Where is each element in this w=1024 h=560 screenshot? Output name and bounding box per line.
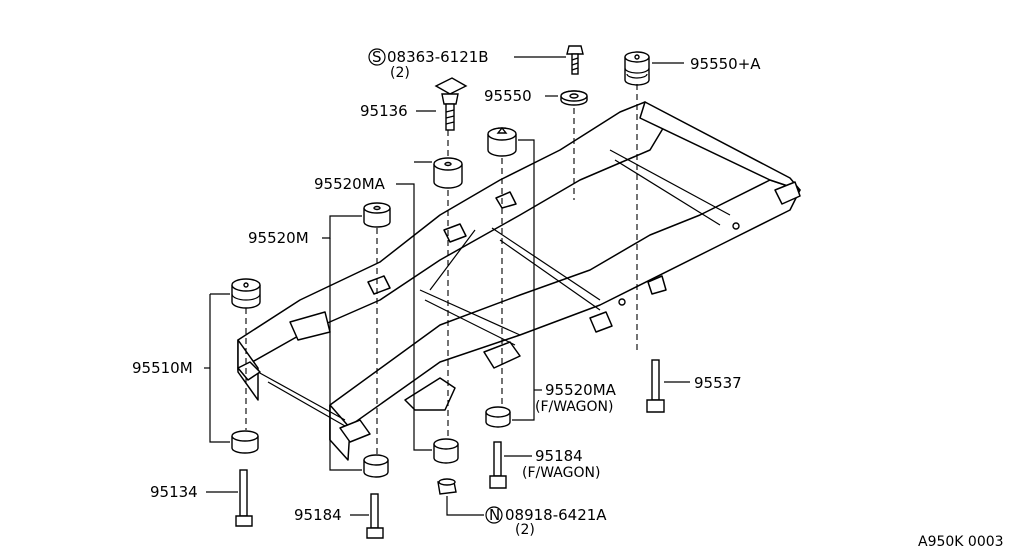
mount-95520ma-upper-part [433, 157, 463, 189]
label-washer-95550: 95550 [484, 87, 532, 105]
reference-code: A950K 0003 [918, 534, 1004, 550]
label-bolt-95184: 95184 [294, 506, 342, 524]
bushing-95550a-part [624, 51, 650, 86]
label-bolt-08363-6121b: 08363-6121B [387, 48, 489, 66]
leader-lines [204, 56, 690, 516]
bolt-95537-part [646, 359, 665, 413]
label-bushing-95550a: 95550+A [690, 55, 761, 73]
nut-08918-6421a-part [437, 478, 457, 495]
n-symbol-letter: N [489, 506, 500, 524]
bolt-08363-6121b-part [566, 45, 584, 75]
label-bolt-08363-6121b-qty: (2) [390, 65, 410, 81]
cushion-95520m-lower-part [363, 454, 389, 478]
mount-95510m-upper-part [231, 278, 261, 309]
bolt-95184-part [366, 493, 384, 539]
cushion-95510m-lower-part [231, 430, 259, 454]
label-nut-08918-6421a-qty: (2) [515, 522, 535, 538]
label-bolt-95134: 95134 [150, 483, 198, 501]
label-mount-95520ma-fwagon: 95520MA [545, 381, 617, 399]
s-symbol-letter: S [372, 48, 382, 66]
label-bolt-95184-fwagon: 95184 [535, 447, 583, 465]
label-bolt-95537: 95537 [694, 374, 742, 392]
cushion-95520ma-lower-part [433, 438, 459, 464]
chassis-frame [237, 101, 801, 461]
label-mount-95520ma: 95520MA [314, 175, 386, 193]
n-symbol: N [485, 506, 503, 524]
mount-95520m-upper-part [363, 202, 391, 228]
label-mount-95510m: 95510M [132, 359, 193, 377]
label-mount-95520m: 95520M [248, 229, 309, 247]
s-symbol: S [368, 48, 386, 66]
assembly-guide-lines [245, 84, 638, 455]
label-cap-95136: 95136 [360, 102, 408, 120]
label-fwagon-2: (F/WAGON) [522, 465, 600, 481]
cap-95136-part [434, 77, 468, 131]
label-fwagon-1: (F/WAGON) [535, 399, 613, 415]
mount-95520ma-upper-alt-part [487, 126, 517, 157]
label-nut-08918-6421a: 08918-6421A [505, 506, 607, 524]
bolt-95184-fwagon-part [489, 441, 507, 489]
bolt-95134-part [235, 469, 253, 527]
cushion-95520ma-fwagon-lower-part [485, 406, 511, 428]
washer-95550-part [560, 90, 588, 106]
